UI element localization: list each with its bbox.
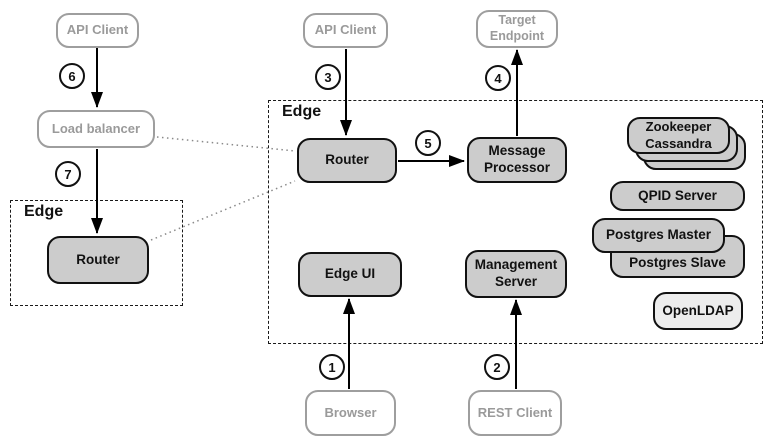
node-label: QPID Server	[638, 187, 717, 203]
step-badge-2: 2	[484, 354, 510, 380]
node-label: Zookeeper	[645, 119, 712, 135]
node-label: Target	[498, 13, 536, 28]
node-label: Management	[474, 257, 558, 273]
group-edge-main-label: Edge	[282, 103, 322, 120]
node-label: Server	[494, 274, 538, 289]
node-api-client-mid: API Client	[303, 13, 388, 48]
node-label: Message	[488, 143, 546, 159]
node-browser: Browser	[305, 390, 396, 436]
node-openldap: OpenLDAP	[653, 292, 743, 330]
node-message-processor: Message Processor	[467, 137, 567, 183]
step-badge-3: 3	[315, 64, 341, 90]
node-router-small: Router	[47, 236, 149, 284]
node-label: API Client	[66, 22, 129, 38]
node-target-endpoint: Target Endpoint	[476, 10, 558, 48]
node-zookeeper-cassandra: Zookeeper Cassandra	[627, 117, 730, 154]
node-label: OpenLDAP	[662, 302, 734, 318]
node-postgres-master: Postgres Master	[592, 218, 725, 253]
node-label: Postgres Slave	[629, 255, 726, 271]
node-label: Processor	[483, 160, 551, 175]
node-label: Router	[325, 152, 369, 168]
node-load-balancer: Load balancer	[37, 110, 155, 148]
node-label: Endpoint	[489, 29, 545, 43]
step-badge-1: 1	[319, 354, 345, 380]
node-label: API Client	[314, 22, 377, 38]
group-edge-left-label: Edge	[24, 203, 64, 220]
node-label: Router	[76, 251, 120, 267]
node-rest-client: REST Client	[468, 390, 562, 436]
node-qpid-server: QPID Server	[610, 181, 745, 211]
step-badge-6: 6	[59, 63, 85, 89]
step-badge-4: 4	[485, 65, 511, 91]
node-label: Edge UI	[324, 266, 376, 282]
node-management-server: Management Server	[465, 250, 567, 298]
step-badge-5: 5	[415, 130, 441, 156]
node-label: Postgres Master	[605, 227, 712, 243]
node-label: Browser	[324, 404, 377, 420]
node-edge-ui: Edge UI	[298, 252, 402, 297]
node-api-client-left: API Client	[56, 13, 139, 48]
node-label: Cassandra	[645, 135, 712, 151]
node-label: Load balancer	[51, 120, 141, 136]
node-label: REST Client	[477, 404, 553, 420]
node-router-main: Router	[297, 138, 397, 183]
step-badge-7: 7	[55, 161, 81, 187]
